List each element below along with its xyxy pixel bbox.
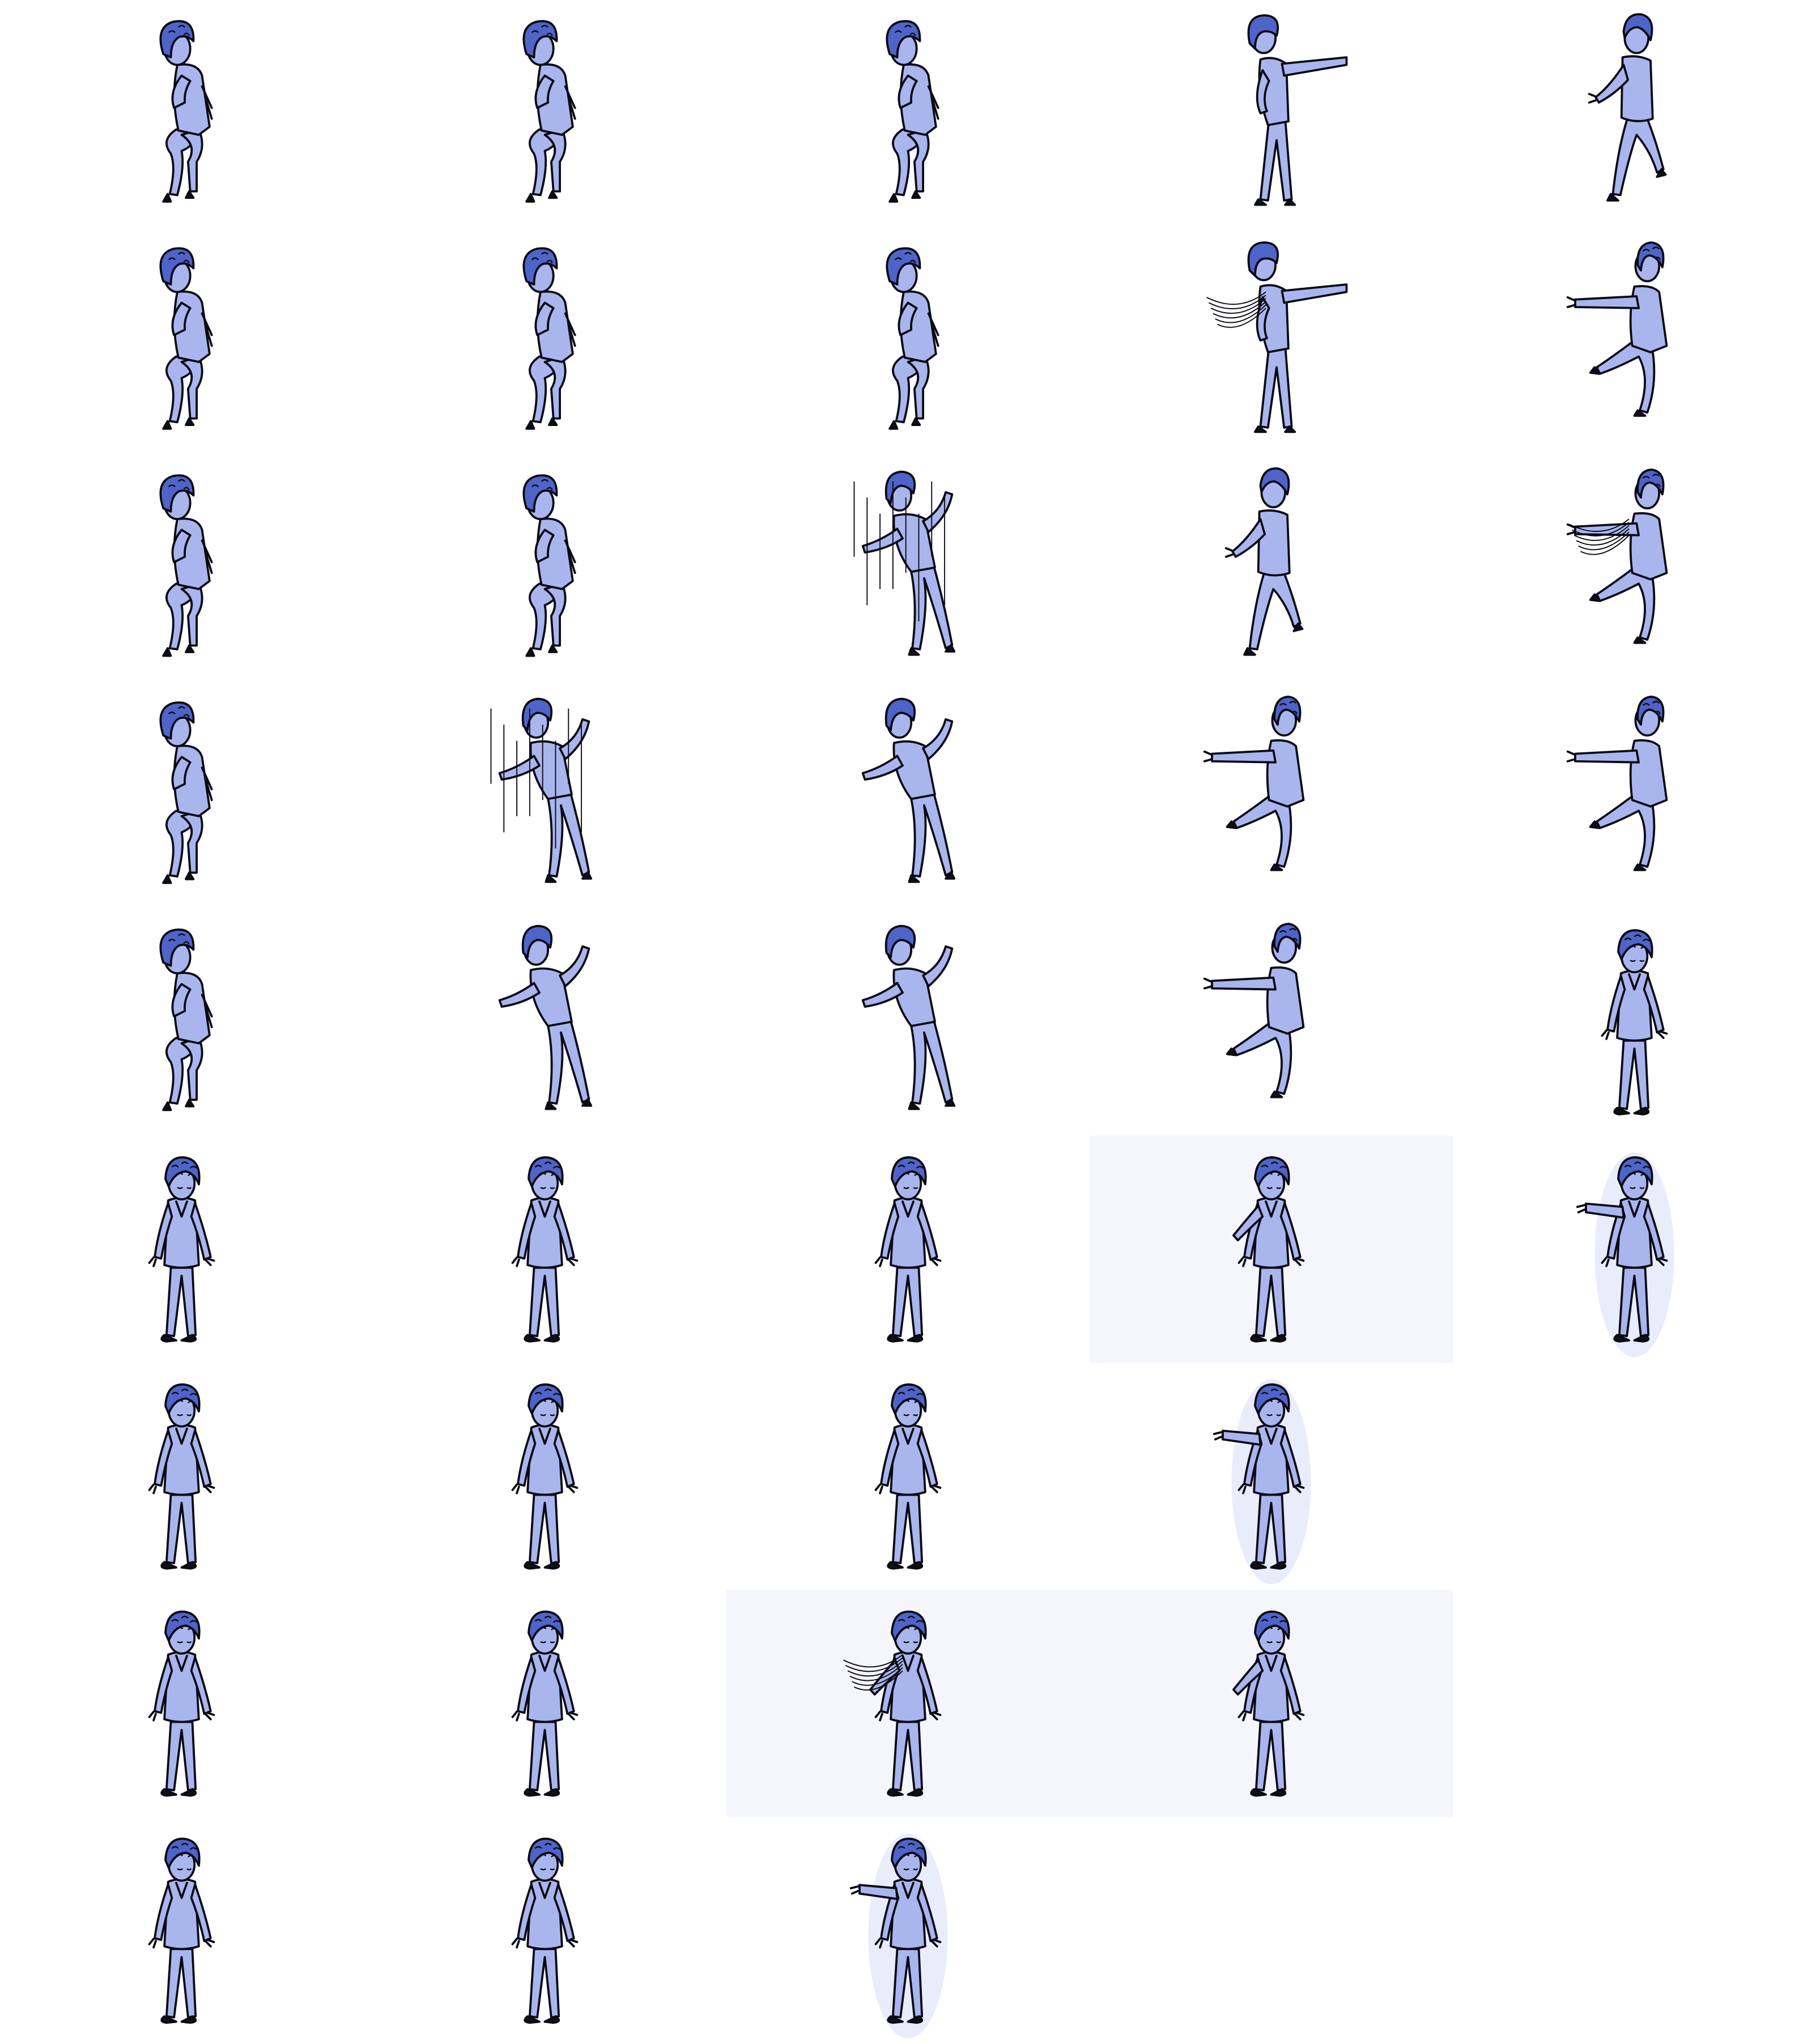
character-sprite-stand xyxy=(1601,929,1668,1115)
sprite-frame xyxy=(159,247,213,430)
character-sprite-stand xyxy=(148,1837,215,2024)
sprite-frame xyxy=(874,1383,942,1570)
sprite-frame xyxy=(159,20,213,203)
character-sprite-stand-arm-out xyxy=(1232,1610,1305,1797)
character-sprite-fall xyxy=(861,925,956,1110)
character-sprite-stand xyxy=(511,1156,579,1343)
character-sprite-fall xyxy=(853,470,956,656)
character-sprite-stand xyxy=(511,1837,579,2024)
character-sprite-fall xyxy=(498,925,593,1110)
character-sprite-stand xyxy=(511,1610,579,1797)
sprite-frame xyxy=(511,1837,579,2024)
character-sprite-stand xyxy=(874,1156,942,1343)
character-sprite-kneel-hand-left xyxy=(1224,467,1304,656)
sprite-frame xyxy=(522,20,576,203)
effect-swipe xyxy=(843,1654,903,1691)
sprite-frame xyxy=(148,1383,215,1570)
effect-speed-lines xyxy=(853,481,946,621)
character-sprite-kneel-hand-left xyxy=(1588,13,1667,202)
sprite-frame xyxy=(1576,1152,1674,1357)
sprite-frame xyxy=(511,1610,579,1797)
character-sprite-stand-point xyxy=(1576,1156,1668,1343)
effect-swipe xyxy=(1570,518,1630,555)
sprite-frame xyxy=(1206,241,1348,433)
character-sprite-crouch xyxy=(159,474,213,657)
sprite-frame xyxy=(886,20,939,203)
character-sprite-lunge-left xyxy=(1203,695,1305,871)
sprite-frame xyxy=(886,247,939,430)
sprite-frame xyxy=(1247,14,1348,206)
sprite-frame xyxy=(726,1590,1090,1817)
sprite-frame xyxy=(522,474,576,657)
sprite-frame xyxy=(1090,1135,1453,1363)
sprite-frame xyxy=(861,925,956,1110)
character-sprite-lunge-left xyxy=(1203,922,1305,1098)
character-sprite-crouch xyxy=(522,247,576,430)
character-sprite-crouch xyxy=(886,247,939,430)
character-sprite-stand-arm-out xyxy=(843,1610,942,1797)
character-sprite-stand-arm-out xyxy=(1232,1156,1305,1343)
sprite-frame xyxy=(1203,695,1305,871)
sprite-frame xyxy=(1601,929,1668,1115)
character-sprite-crouch xyxy=(886,20,939,203)
sprite-frame xyxy=(498,925,593,1110)
sprite-frame xyxy=(148,1156,215,1343)
sprite-frame xyxy=(148,1837,215,2024)
character-sprite-stand xyxy=(511,1383,579,1570)
effect-swipe xyxy=(1206,291,1266,328)
sprite-frame xyxy=(1213,1379,1311,1585)
character-sprite-stand xyxy=(874,1383,942,1570)
sprite-frame xyxy=(159,929,213,1112)
character-sprite-crouch xyxy=(159,701,213,884)
character-sprite-stand-point xyxy=(1213,1383,1305,1570)
character-sprite-stand xyxy=(148,1610,215,1797)
sprite-frame xyxy=(853,470,956,656)
character-sprite-lean-arm-right xyxy=(1206,241,1348,433)
sprite-frame xyxy=(148,1610,215,1797)
sprite-frame xyxy=(490,697,593,883)
character-sprite-crouch xyxy=(159,247,213,430)
sprite-frame xyxy=(1566,241,1668,417)
character-sprite-crouch xyxy=(159,929,213,1112)
character-sprite-stand xyxy=(148,1156,215,1343)
sprite-frame xyxy=(874,1156,942,1343)
sprite-frame xyxy=(1224,467,1304,656)
sprite-frame xyxy=(849,1834,948,2039)
character-sprite-stand xyxy=(148,1383,215,1570)
character-sprite-crouch xyxy=(159,20,213,203)
sprite-frame xyxy=(1203,922,1305,1098)
character-sprite-lean-arm-right xyxy=(1247,14,1348,206)
sprite-frame xyxy=(159,474,213,657)
character-sprite-lunge-left xyxy=(1566,695,1668,871)
sprite-frame xyxy=(159,701,213,884)
character-sprite-fall xyxy=(490,697,593,883)
sprite-frame xyxy=(522,247,576,430)
character-sprite-lunge-left xyxy=(1566,241,1668,417)
effect-speed-lines xyxy=(490,708,582,849)
character-sprite-crouch xyxy=(522,474,576,657)
sprite-frame xyxy=(1588,13,1667,202)
sprite-frame xyxy=(511,1383,579,1570)
character-sprite-lunge-left xyxy=(1566,468,1668,644)
sprite-frame xyxy=(1090,1590,1453,1817)
sprite-frame xyxy=(511,1156,579,1343)
character-sprite-fall xyxy=(861,697,956,883)
character-sprite-crouch xyxy=(522,20,576,203)
character-sprite-stand-point xyxy=(849,1837,942,2024)
sprite-frame xyxy=(861,697,956,883)
sprite-frame xyxy=(1566,695,1668,871)
sprite-frame xyxy=(1566,468,1668,644)
